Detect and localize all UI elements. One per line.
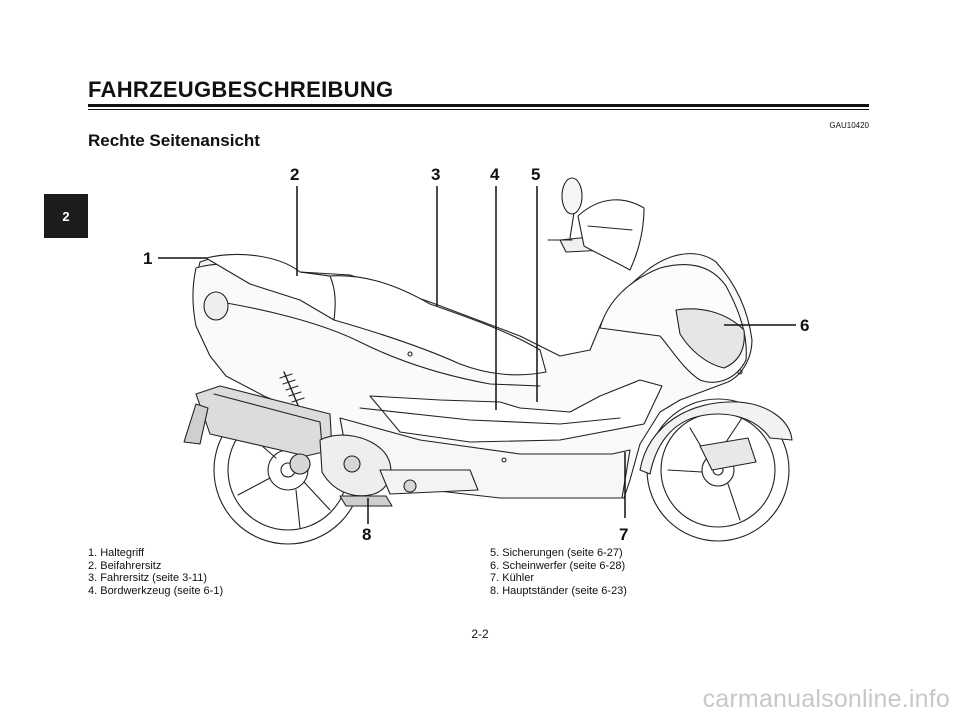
title-rule-thin (88, 109, 869, 110)
legend-item: 5. Sicherungen (seite 6-27) (490, 547, 623, 559)
legend-item: 2. Beifahrersitz (88, 559, 162, 572)
legend-item: 1. Haltegriff (88, 547, 145, 559)
callout-2: 2 (290, 165, 299, 184)
callout-3: 3 (431, 165, 440, 184)
callout-8: 8 (362, 525, 371, 544)
watermark-text: carmanualsonline.info (702, 685, 950, 713)
chapter-title: FAHRZEUGBESCHREIBUNG (88, 77, 394, 102)
page-number: 2-2 (471, 627, 489, 641)
callout-4: 4 (490, 165, 500, 184)
legend-item: 4. Bordwerkzeug (seite 6-1) (88, 584, 224, 597)
legend-item: 7. Kühler (490, 572, 535, 584)
legend-left: 1. Haltegriff 2. Beifahrersitz 3. Fahrer… (88, 547, 223, 597)
legend-item: 8. Hauptständer (seite 6-23) (490, 584, 627, 597)
legend-item: 6. Scheinwerfer (seite 6-28) (490, 559, 626, 572)
callout-7: 7 (619, 525, 628, 544)
document-code: GAU10420 (829, 121, 869, 130)
legend-right: 5. Sicherungen (seite 6-27) 6. Scheinwer… (490, 547, 627, 597)
section-tab: 2 (44, 194, 88, 238)
legend-item: 3. Fahrersitz (seite 3-11) (88, 572, 208, 584)
callout-5: 5 (531, 165, 540, 184)
title-rule (88, 104, 869, 107)
section-heading: Rechte Seitenansicht (88, 131, 260, 150)
callout-1: 1 (143, 249, 152, 268)
front-wheel (646, 398, 790, 542)
callout-6: 6 (800, 316, 809, 335)
